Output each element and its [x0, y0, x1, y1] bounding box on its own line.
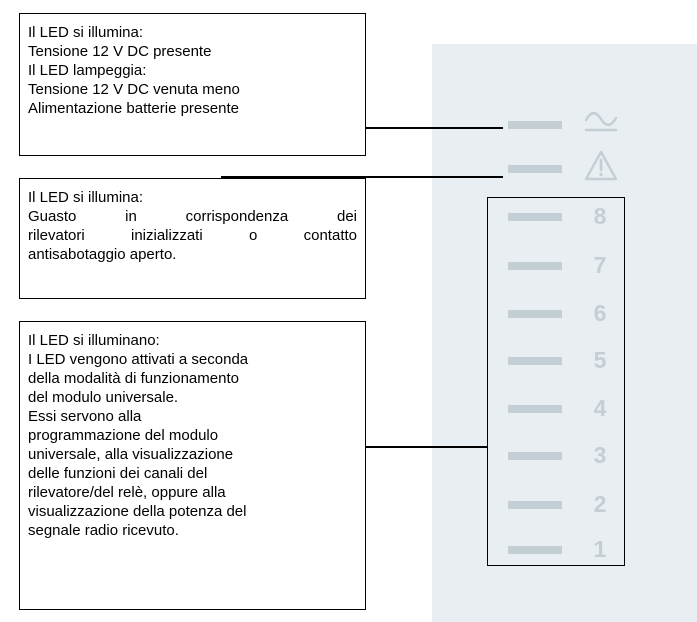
zone-label-7: 7 [593, 252, 607, 278]
zone-led-5 [508, 357, 562, 365]
callout-line: Alimentazione batterie presente [28, 100, 239, 117]
callout-line: Tensione 12 V DC presente [28, 43, 212, 60]
zone-led-1 [508, 546, 562, 554]
callout-power-led: Il LED si illumina: Tensione 12 V DC pre… [19, 13, 366, 156]
callout-line: del modulo universale. [28, 389, 179, 406]
leader-line-power [366, 127, 503, 129]
zone-label-2: 2 [593, 491, 607, 517]
zone-led-3 [508, 452, 562, 460]
power-led [508, 121, 562, 129]
zone-label-1: 1 [593, 536, 607, 562]
zone-label-4: 4 [593, 395, 607, 421]
callout-line: programmazione del modulo [28, 427, 219, 444]
callout-line: delle funzioni dei canali del [28, 465, 208, 482]
zone-label-8: 8 [593, 203, 607, 229]
leader-line-fault [221, 176, 503, 178]
callout-line: rilevatore/del relè, oppure alla [28, 484, 226, 501]
callout-line: della modalità di funzionamento [28, 370, 239, 387]
zone-led-7 [508, 262, 562, 270]
zone-led-8 [508, 213, 562, 221]
fault-led [508, 165, 562, 173]
callout-line: Il LED si illuminano: [28, 332, 160, 349]
zone-led-6 [508, 310, 562, 318]
zone-label-5: 5 [593, 347, 607, 373]
callout-line: Tensione 12 V DC venuta meno [28, 81, 240, 98]
callout-line: Guasto in corrispondenza dei [28, 208, 357, 225]
callout-line: I LED vengono attivati a seconda [28, 351, 249, 368]
leader-line-zones [366, 446, 487, 448]
warning-triangle-icon [584, 150, 618, 181]
mains-power-icon [584, 111, 618, 132]
zone-label-3: 3 [593, 442, 607, 468]
zone-led-4 [508, 405, 562, 413]
callout-line: visualizzazione della potenza del [28, 503, 247, 520]
callout-title: Il LED si illumina: [28, 189, 144, 206]
callout-line: universale, alla visualizzazione [28, 446, 234, 463]
device-panel [432, 44, 697, 622]
zone-label-6: 6 [593, 300, 607, 326]
callout-line: Il LED si illumina: [28, 24, 144, 41]
callout-fault-led: Il LED si illumina: Guasto in corrispond… [19, 178, 366, 299]
zone-led-2 [508, 501, 562, 509]
callout-line: Essi servono alla [28, 408, 142, 425]
callout-line: segnale radio ricevuto. [28, 522, 179, 539]
callout-line: Il LED lampeggia: [28, 62, 147, 79]
callout-line: antisabotaggio aperto. [28, 246, 177, 263]
callout-zone-leds: Il LED si illuminano: I LED vengono atti… [19, 321, 366, 610]
zone-leds-frame [487, 197, 625, 566]
callout-line: rilevatori inizializzati o contatto [28, 227, 357, 244]
